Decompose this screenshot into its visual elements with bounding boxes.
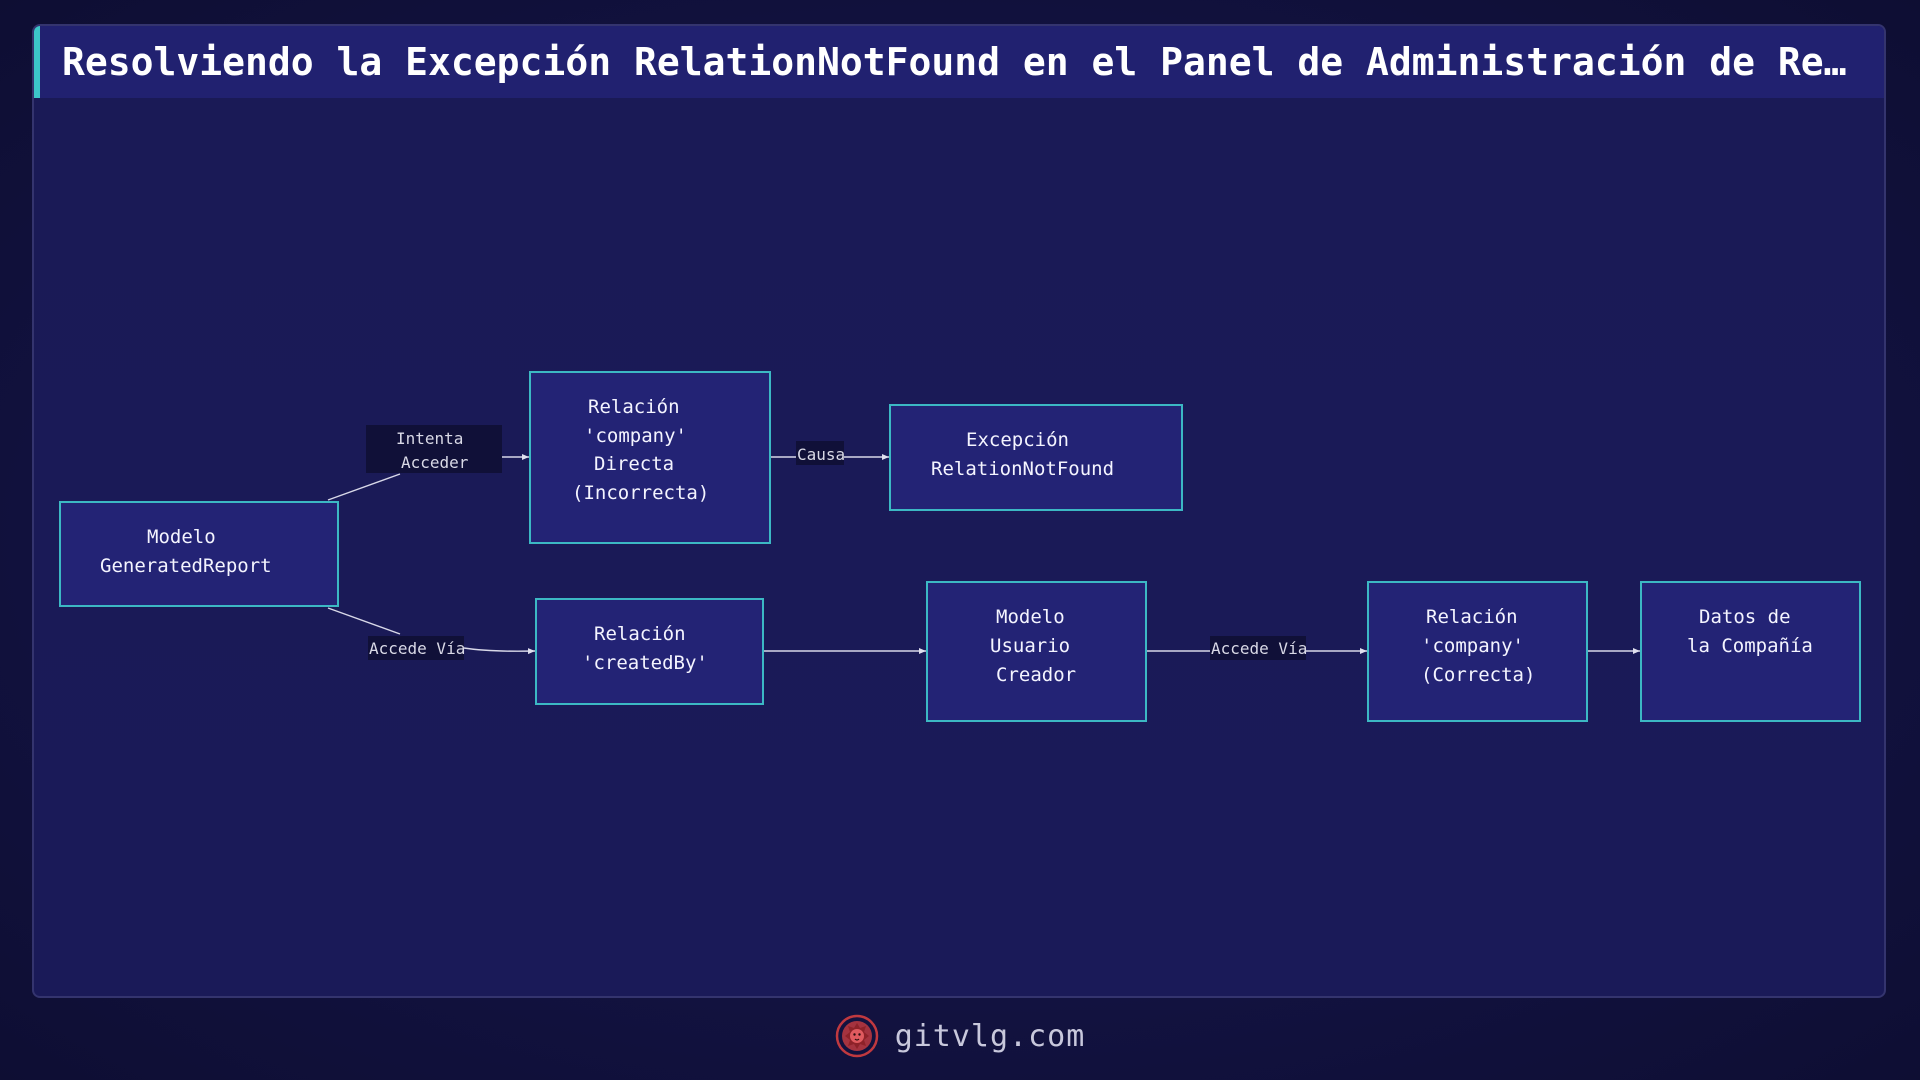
edge-label-line: Intenta xyxy=(396,429,463,448)
node-label-line: 'company' xyxy=(1421,635,1524,657)
node-label-line: 'createdBy' xyxy=(582,652,708,674)
edge-label-causes: Causa xyxy=(796,441,845,465)
node-label-line: Datos de xyxy=(1699,606,1791,628)
node-label-line: GeneratedReport xyxy=(100,555,272,577)
edge-access-via-1-arrow xyxy=(463,647,536,655)
node-label-line: (Incorrecta) xyxy=(572,482,709,504)
node-label-line: Modelo xyxy=(147,526,216,548)
node-label-line: 'company' xyxy=(584,425,687,447)
edges xyxy=(327,454,1640,655)
title-bar: Resolviendo la Excepción RelationNotFoun… xyxy=(34,26,1884,98)
node-company-data: Datos de la Compañía xyxy=(1640,581,1861,722)
diagram-frame: Resolviendo la Excepción RelationNotFoun… xyxy=(32,24,1886,998)
footer: gitvlg.com xyxy=(0,1010,1920,1062)
node-label-line: Relación xyxy=(1426,606,1518,628)
edge-tries-access xyxy=(327,473,401,501)
edge-label-access-via-2: Accede Vía xyxy=(1210,636,1307,660)
edge-label-line: Accede Vía xyxy=(1211,639,1307,658)
node-label-line: Creador xyxy=(996,664,1076,686)
node-created-by: Relación 'createdBy' xyxy=(535,598,764,705)
edge-access-via-1 xyxy=(327,607,401,635)
lion-logo-icon xyxy=(835,1014,878,1058)
edge-label-line: Acceder xyxy=(401,453,469,472)
node-company-correct: Relación 'company' (Correcta) xyxy=(1367,581,1588,722)
footer-site-link[interactable]: gitvlg.com xyxy=(894,1018,1086,1054)
node-label-line: Directa xyxy=(594,453,674,475)
node-label-line: Modelo xyxy=(996,606,1065,628)
edge-label-line: Accede Vía xyxy=(369,639,465,658)
node-company-direct: Relación 'company' Directa (Incorrecta) xyxy=(529,371,771,544)
edge-labels: Intenta Acceder Causa Accede Vía Accede … xyxy=(366,425,1307,660)
node-label-line: Excepción xyxy=(966,429,1069,451)
node-label-line: la Compañía xyxy=(1687,635,1813,657)
node-label-line: Relación xyxy=(594,623,686,645)
edge-label-line: Causa xyxy=(797,445,845,464)
node-exception: Excepción RelationNotFound xyxy=(889,404,1183,511)
node-label-line: (Correcta) xyxy=(1421,664,1535,686)
edge-label-tries-access: Intenta Acceder xyxy=(366,425,502,473)
edge-label-access-via-1: Accede Vía xyxy=(368,636,465,660)
node-label-line: Relación xyxy=(588,396,680,418)
node-generated-report: Modelo GeneratedReport xyxy=(59,501,339,607)
node-user-model: Modelo Usuario Creador xyxy=(926,581,1147,722)
node-label-line: Usuario xyxy=(990,635,1070,657)
node-label-line: RelationNotFound xyxy=(931,458,1114,480)
